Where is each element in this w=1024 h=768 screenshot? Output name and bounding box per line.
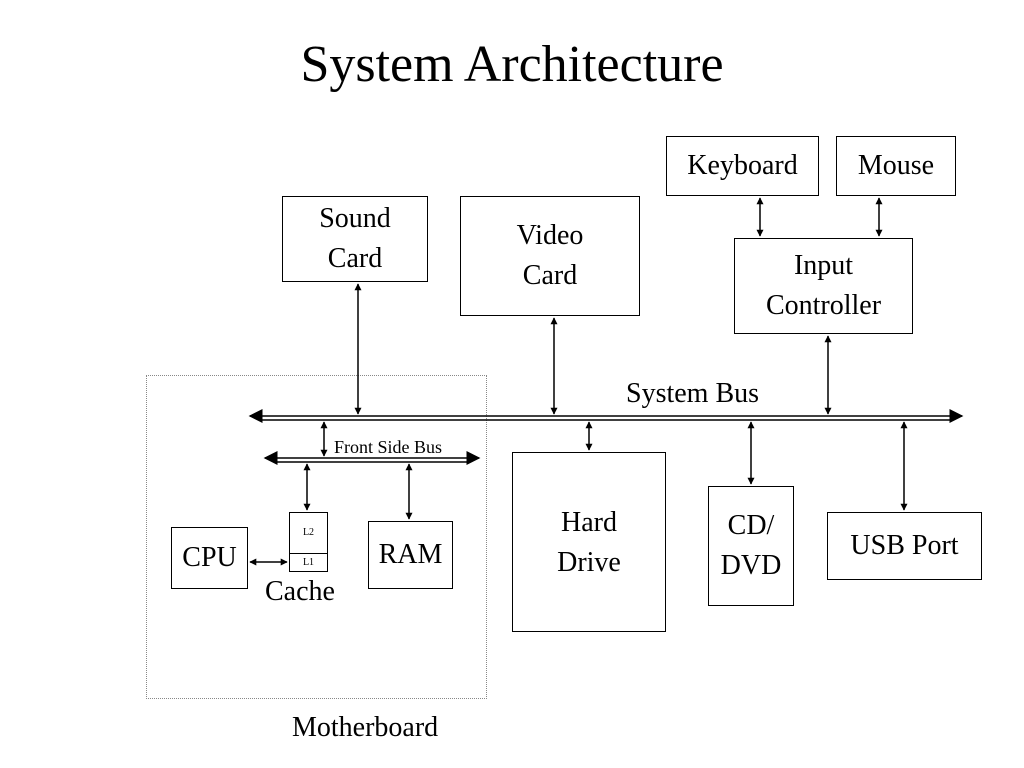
- keyboard-box: Keyboard: [666, 136, 819, 196]
- ram-label: RAM: [378, 539, 443, 570]
- cache-stack: L2 L1: [289, 512, 328, 572]
- cache-label: Cache: [265, 576, 335, 607]
- motherboard-region: [146, 375, 487, 699]
- system-bus-line: [248, 409, 964, 423]
- sound-card-box: Sound Card: [282, 196, 428, 282]
- input-controller-label: Input Controller: [765, 250, 882, 321]
- video-card-box: Video Card: [460, 196, 640, 316]
- hard-drive-box: Hard Drive: [512, 452, 666, 632]
- mouse-label: Mouse: [857, 150, 935, 181]
- cd-dvd-label: CD/ DVD: [720, 510, 782, 581]
- ram-box: RAM: [368, 521, 453, 589]
- page-title: System Architecture: [300, 36, 724, 93]
- motherboard-label: Motherboard: [292, 712, 439, 743]
- cpu-label: CPU: [182, 542, 237, 573]
- cpu-box: CPU: [171, 527, 248, 589]
- cache-l2-label: L2: [302, 527, 315, 538]
- input-controller-box: Input Controller: [734, 238, 913, 334]
- cache-l1-label: L1: [290, 553, 327, 572]
- cd-dvd-box: CD/ DVD: [708, 486, 794, 606]
- video-card-label: Video Card: [516, 220, 584, 291]
- usb-port-box: USB Port: [827, 512, 982, 580]
- sound-card-label: Sound Card: [319, 203, 391, 274]
- hard-drive-label: Hard Drive: [557, 507, 621, 578]
- mouse-box: Mouse: [836, 136, 956, 196]
- usb-port-label: USB Port: [850, 530, 959, 561]
- system-bus-label: System Bus: [626, 378, 760, 409]
- front-side-bus-line: [263, 451, 481, 465]
- keyboard-label: Keyboard: [687, 150, 798, 181]
